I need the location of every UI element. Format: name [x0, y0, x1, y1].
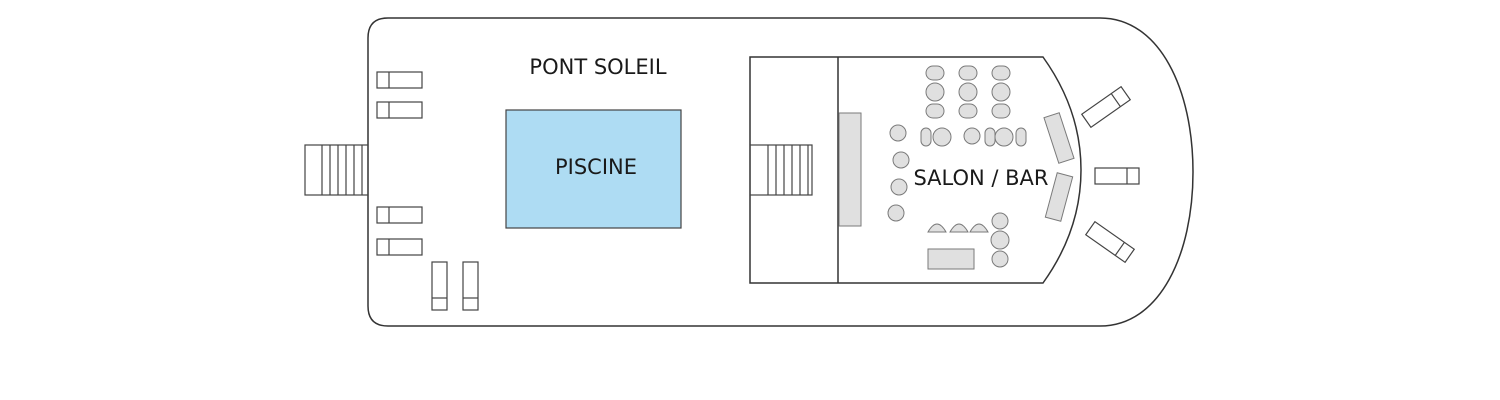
stairs-icon: [304, 144, 369, 196]
sun-lounger-icon: [376, 101, 423, 119]
deckhouse: [749, 56, 1082, 284]
stairs-icon: [749, 144, 813, 196]
sun-lounger-icon: [1080, 85, 1132, 129]
pool-label: PISCINE: [555, 155, 637, 179]
sun-lounger-icon: [376, 71, 423, 89]
bar-counter-icon: [1044, 172, 1074, 222]
table-icon: [889, 124, 1027, 147]
seat-icon: [927, 212, 1010, 268]
table-icon: [927, 248, 975, 270]
ship-hull: [367, 17, 1194, 327]
sun-lounger-icon: [462, 261, 479, 311]
sun-lounger-icon: [431, 261, 448, 311]
seat-icon: [991, 65, 1011, 119]
sun-lounger-icon: [376, 206, 423, 224]
lounge-label: SALON / BAR: [913, 166, 1048, 190]
seat-icon: [925, 65, 945, 119]
sun-lounger-icon: [1094, 167, 1140, 185]
pool: [505, 109, 682, 229]
deck-title: PONT SOLEIL: [529, 55, 666, 79]
sun-lounger-icon: [1084, 220, 1136, 264]
bar-counter-icon: [1043, 112, 1075, 164]
seat-icon: [887, 151, 910, 222]
seat-icon: [958, 65, 978, 119]
sun-lounger-icon: [376, 238, 423, 256]
bar-counter-icon: [838, 112, 862, 227]
